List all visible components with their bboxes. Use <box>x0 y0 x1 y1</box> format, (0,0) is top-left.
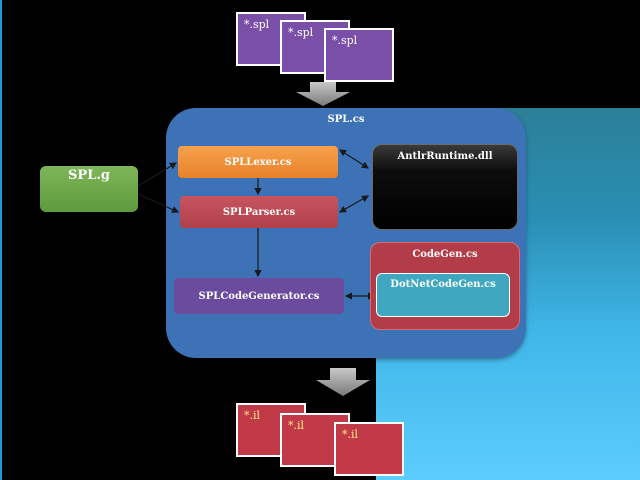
connector <box>338 149 370 169</box>
spl-code-generator-label: SPLCodeGenerator.cs <box>198 290 320 302</box>
il-file-label: *.il <box>342 428 359 441</box>
il-file-3: *.il <box>334 422 404 476</box>
spl-file-label: *.spl <box>332 34 358 47</box>
spl-file-label: *.spl <box>288 26 314 39</box>
dotnet-codegen-label: DotNetCodeGen.cs <box>390 279 496 290</box>
input-block-arrow <box>296 82 350 106</box>
dotnet-codegen-node: DotNetCodeGen.cs <box>376 273 510 317</box>
spl-file-3: *.spl <box>324 28 394 82</box>
connector <box>137 162 178 187</box>
codegen-group-label: CodeGen.cs <box>412 249 478 260</box>
il-file-label: *.il <box>244 409 261 422</box>
container-title: SPL.cs <box>327 114 365 125</box>
il-file-label: *.il <box>288 419 305 432</box>
spl-parser-node: SPLParser.cs <box>180 196 338 228</box>
spl-code-generator-node: SPLCodeGenerator.cs <box>174 278 344 314</box>
antlr-runtime-label: AntlrRuntime.dll <box>397 151 493 162</box>
left-accent-line <box>0 0 2 480</box>
connector <box>338 195 370 213</box>
spl-lexer-label: SPLLexer.cs <box>224 156 292 168</box>
spl-lexer-node: SPLLexer.cs <box>178 146 338 178</box>
output-block-arrow <box>316 368 370 396</box>
spl-g-label: SPL.g <box>68 168 110 183</box>
spl-file-label: *.spl <box>244 18 270 31</box>
spl-parser-label: SPLParser.cs <box>222 206 296 218</box>
antlr-runtime-node: AntlrRuntime.dll <box>372 144 518 230</box>
connector <box>137 193 180 213</box>
spl-g-grammar-node: SPL.g <box>40 166 138 212</box>
